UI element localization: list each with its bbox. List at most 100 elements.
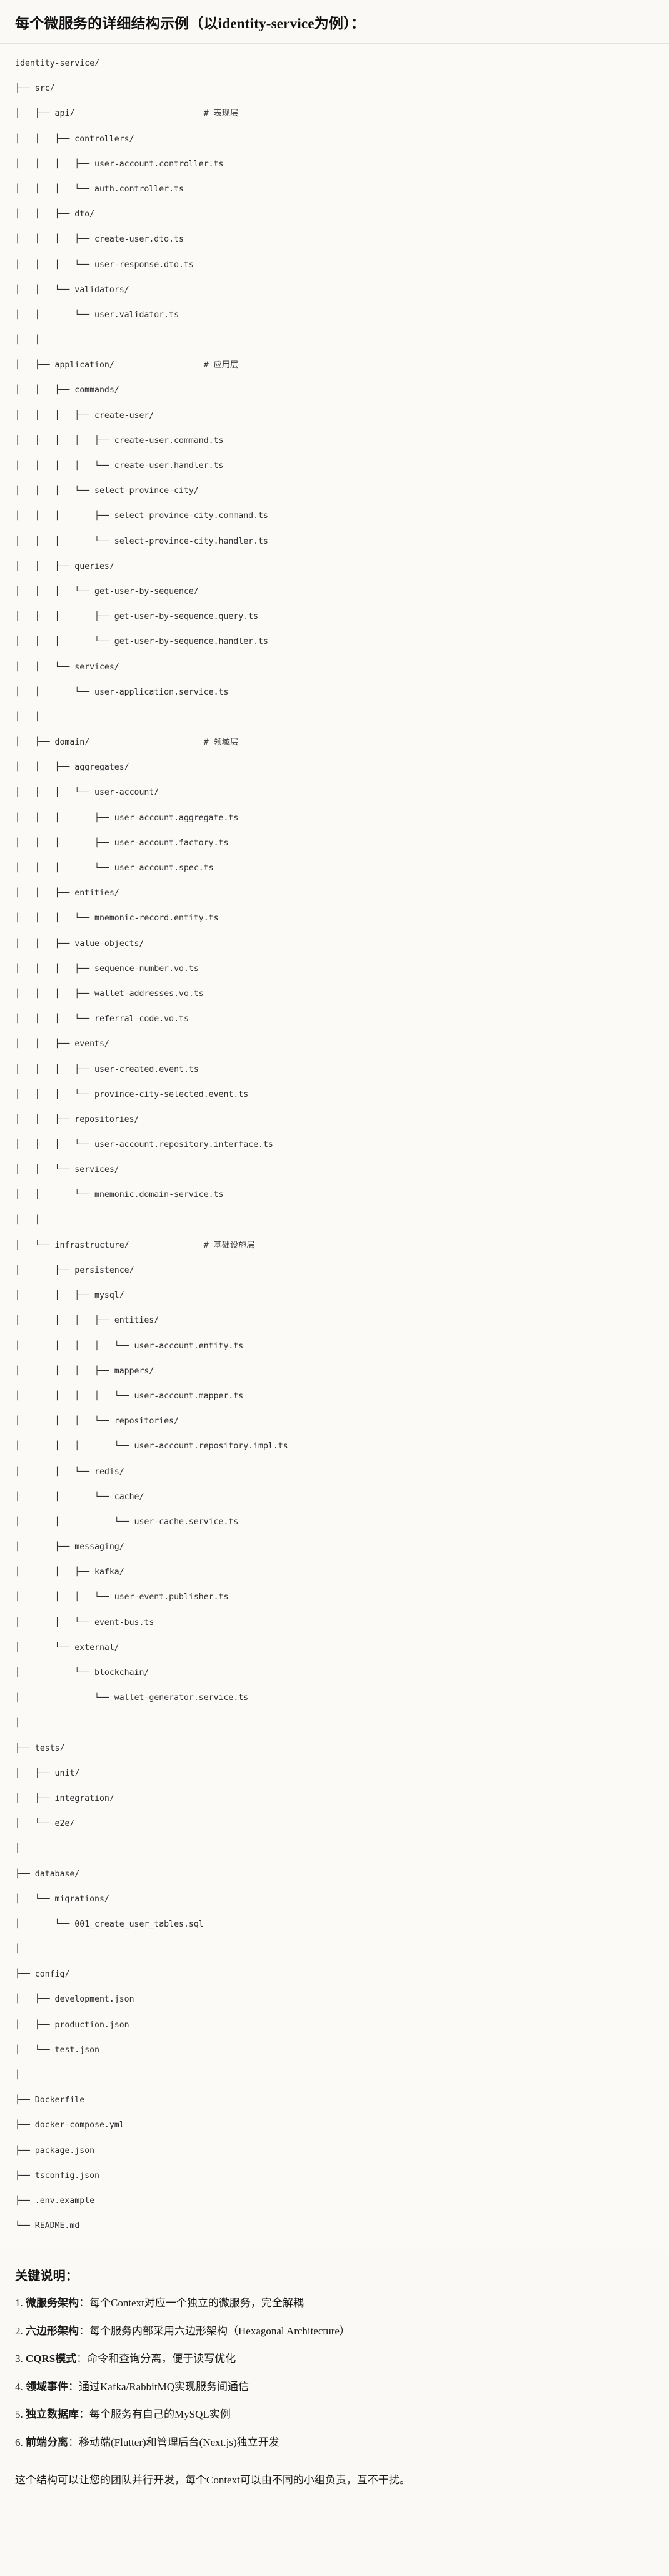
tree-line: ├── Dockerfile <box>15 2095 85 2105</box>
tree-line: │ │ │ └── user-account.repository.interf… <box>15 1140 273 1150</box>
tree-line: │ │ └── event-bus.ts <box>15 1617 154 1627</box>
tree-line: │ │ │ │ ├── create-user.command.ts <box>15 435 224 445</box>
tree-line: │ <box>15 1945 20 1955</box>
tree-line: │ │ ├── repositories/ <box>15 1114 139 1124</box>
tree-line: │ │ └── cache/ <box>15 1492 144 1502</box>
key-point-number: 1. <box>15 2297 26 2309</box>
tree-line: │ │ │ ├── user-account.controller.ts <box>15 159 224 169</box>
tree-layer-comment: # 领域层 <box>203 738 239 748</box>
tree-line: │ │ <box>15 335 40 345</box>
tree-line: │ ├── messaging/ <box>15 1542 124 1552</box>
key-point-term: 前端分离 <box>26 2436 68 2448</box>
tree-line: │ │ │ ├── get-user-by-sequence.query.ts <box>15 612 259 622</box>
tree-line: │ │ │ ├── create-user/ <box>15 410 154 420</box>
tree-line: │ ├── domain/ # 领域层 <box>15 738 239 748</box>
tree-line: │ │ │ └── user-account/ <box>15 788 159 798</box>
tree-line: │ │ │ └── auth.controller.ts <box>15 184 184 194</box>
tree-line: │ ├── persistence/ <box>15 1266 134 1276</box>
tree-line: │ └── blockchain/ <box>15 1668 149 1678</box>
key-point-term: 六边形架构 <box>26 2324 79 2337</box>
tree-line: │ │ ├── aggregates/ <box>15 763 129 773</box>
tree-line: │ <box>15 1718 20 1728</box>
tree-line: │ │ │ └── mnemonic-record.entity.ts <box>15 914 219 924</box>
key-point-description: 每个Context对应一个独立的微服务，完全解耦 <box>89 2297 304 2309</box>
tree-line: identity-service/ <box>15 59 99 69</box>
tree-layer-comment: # 基础设施层 <box>203 1240 255 1250</box>
tree-line: │ <box>15 1844 20 1854</box>
page-title: 每个微服务的详细结构示例（以identity-service为例）： <box>15 16 366 31</box>
tree-line: │ │ ├── entities/ <box>15 888 119 899</box>
tree-line: │ │ │ └── get-user-by-sequence.handler.t… <box>15 637 268 647</box>
tree-line: │ │ ├── controllers/ <box>15 134 134 144</box>
key-point-separator: ： <box>68 2436 79 2448</box>
key-point-item: 5. 独立数据库：每个服务有自己的MySQL实例 <box>15 2406 654 2423</box>
tree-line: ├── tsconfig.json <box>15 2171 99 2181</box>
tree-line: │ │ │ ├── wallet-addresses.vo.ts <box>15 989 204 999</box>
key-point-item: 2. 六边形架构：每个服务内部采用六边形架构（Hexagonal Archite… <box>15 2323 654 2339</box>
tree-line: │ │ ├── events/ <box>15 1039 109 1049</box>
tree-line: │ │ │ │ └── user-account.entity.ts <box>15 1341 244 1351</box>
tree-line: │ │ │ │ └── user-account.mapper.ts <box>15 1391 244 1401</box>
tree-line: │ <box>15 2070 20 2080</box>
tree-line: │ ├── production.json <box>15 2020 129 2030</box>
tree-line: │ │ └── user-application.service.ts <box>15 687 229 697</box>
key-point-separator: ： <box>79 2324 89 2337</box>
key-point-separator: ： <box>68 2380 79 2393</box>
tree-line: │ └── e2e/ <box>15 1819 75 1829</box>
tree-line: │ │ ├── commands/ <box>15 385 119 395</box>
tree-line: │ │ │ └── user-account.repository.impl.t… <box>15 1442 288 1452</box>
tree-line: │ │ │ └── get-user-by-sequence/ <box>15 586 199 596</box>
tree-line: │ │ │ └── select-province-city/ <box>15 486 199 496</box>
tree-line: │ │ ├── queries/ <box>15 561 114 571</box>
key-point-number: 6. <box>15 2436 26 2448</box>
tree-line: │ │ │ ├── user-account.factory.ts <box>15 838 229 848</box>
key-points-footer: 这个结构可以让您的团队并行开发，每个Context可以由不同的小组负责，互不干扰… <box>0 2468 669 2508</box>
key-point-term: CQRS模式 <box>26 2353 77 2365</box>
tree-line: │ │ <box>15 1215 40 1225</box>
key-point-number: 4. <box>15 2380 26 2393</box>
tree-line: │ │ │ └── user-account.spec.ts <box>15 863 214 873</box>
tree-line: ├── docker-compose.yml <box>15 2120 124 2131</box>
key-point-term: 领域事件 <box>26 2380 68 2393</box>
key-point-term: 微服务架构 <box>26 2297 79 2309</box>
tree-line: │ ├── development.json <box>15 1995 134 2005</box>
tree-line: │ │ │ ├── create-user.dto.ts <box>15 235 184 245</box>
key-point-separator: ： <box>79 2297 89 2309</box>
tree-line: │ │ └── services/ <box>15 1165 119 1175</box>
tree-line: │ │ │ ├── select-province-city.command.t… <box>15 511 268 521</box>
tree-line: │ └── infrastructure/ # 基础设施层 <box>15 1240 255 1250</box>
tree-line: │ │ │ └── repositories/ <box>15 1417 179 1427</box>
key-point-number: 3. <box>15 2353 26 2365</box>
tree-line: ├── config/ <box>15 1970 70 1980</box>
key-point-separator: ： <box>76 2353 88 2365</box>
directory-tree: identity-service/ ├── src/ │ ├── api/ # … <box>15 58 654 2232</box>
key-point-separator: ： <box>79 2408 89 2421</box>
tree-line: ├── tests/ <box>15 1743 65 1753</box>
tree-line: │ ├── api/ # 表现层 <box>15 109 239 119</box>
tree-layer-comment: # 表现层 <box>203 109 239 119</box>
tree-line: │ │ ├── value-objects/ <box>15 939 144 949</box>
tree-line: │ │ <box>15 712 40 722</box>
tree-line: │ ├── application/ # 应用层 <box>15 360 239 370</box>
tree-line: └── README.md <box>15 2221 80 2231</box>
tree-line: │ │ └── validators/ <box>15 285 129 295</box>
key-point-term: 独立数据库 <box>26 2408 79 2421</box>
key-point-number: 2. <box>15 2324 26 2337</box>
tree-line: ├── src/ <box>15 84 55 94</box>
tree-line: │ │ └── user-cache.service.ts <box>15 1517 239 1527</box>
tree-line: │ └── test.json <box>15 2045 99 2055</box>
tree-line: │ │ ├── mysql/ <box>15 1291 124 1301</box>
tree-line: │ └── wallet-generator.service.ts <box>15 1693 249 1703</box>
tree-line: ├── package.json <box>15 2146 95 2156</box>
tree-line: │ │ │ └── referral-code.vo.ts <box>15 1014 189 1024</box>
tree-line: │ │ │ ├── user-created.event.ts <box>15 1064 199 1074</box>
tree-line: │ │ ├── dto/ <box>15 210 95 220</box>
tree-line: │ └── 001_create_user_tables.sql <box>15 1919 204 1929</box>
tree-line: │ │ │ │ └── create-user.handler.ts <box>15 461 224 471</box>
key-point-number: 5. <box>15 2408 26 2421</box>
document-header: 每个微服务的详细结构示例（以identity-service为例）： <box>0 0 669 44</box>
tree-line: │ │ │ ├── mappers/ <box>15 1366 154 1376</box>
tree-line: │ ├── integration/ <box>15 1793 114 1803</box>
